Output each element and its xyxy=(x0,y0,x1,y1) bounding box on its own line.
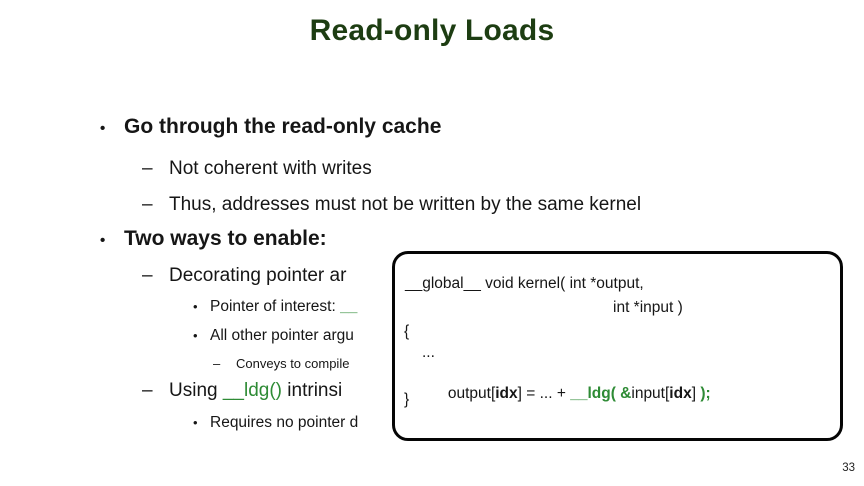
bullet-text: Requires no pointer d xyxy=(210,414,359,431)
bullet-marker: • xyxy=(100,232,106,249)
bullet-requires-no-pointer: • Requires no pointer d xyxy=(193,414,358,432)
bullet-two-ways: • Two ways to enable: xyxy=(100,227,327,251)
bullet-pointer-of-interest: • Pointer of interest: __ xyxy=(193,298,357,316)
bullet-text-suffix: intrinsi xyxy=(282,380,343,401)
bullet-marker: • xyxy=(193,415,198,430)
bullet-text: Go through the read-only cache xyxy=(124,115,442,138)
bullet-not-coherent: – Not coherent with writes xyxy=(142,158,372,180)
code-line-kernel-signature: __global__ void kernel( int *output, xyxy=(405,275,644,292)
code-line-input-arg: int *input ) xyxy=(613,299,683,316)
bullet-conveys-to-compiler: – Conveys to compile xyxy=(213,356,349,371)
bullet-text: Not coherent with writes xyxy=(169,158,372,179)
bullet-text-prefix: Using xyxy=(169,380,223,401)
bullet-text: Conveys to compile xyxy=(236,356,350,371)
ldg-call-close: ); xyxy=(700,385,711,402)
bullet-marker: • xyxy=(100,120,106,137)
code-idx-token: idx xyxy=(495,385,518,402)
bullet-text: Thus, addresses must not be written by t… xyxy=(169,194,642,215)
slide-title: Read-only Loads xyxy=(309,14,555,47)
bullet-all-other-pointers: • All other pointer argu xyxy=(193,327,354,345)
code-output-prefix: output[ xyxy=(447,385,496,402)
dash-marker: – xyxy=(213,356,221,371)
bullet-text: All other pointer argu xyxy=(210,327,354,344)
dash-marker: – xyxy=(142,265,153,286)
bullet-marker: • xyxy=(193,328,198,343)
code-line-ldg-call: output[idx] = ... + __ldg( &input[idx] )… xyxy=(422,367,711,421)
bullet-decorating-pointer: – Decorating pointer ar xyxy=(142,265,346,287)
dash-marker: – xyxy=(142,158,153,179)
bullet-text: Using __ldg() intrinsi xyxy=(169,380,342,402)
restrict-token: __ xyxy=(340,298,358,315)
page-number: 33 xyxy=(842,462,855,474)
code-line-ellipsis: ... xyxy=(422,344,435,361)
bullet-thus-addresses: – Thus, addresses must not be written by… xyxy=(142,194,641,216)
code-line-close-brace: } xyxy=(404,391,410,408)
bullet-marker: • xyxy=(193,299,198,314)
code-idx-token: idx xyxy=(669,385,692,402)
code-line-open-brace: { xyxy=(404,323,410,340)
bullet-text: Pointer of interest: __ xyxy=(210,298,357,316)
dash-marker: – xyxy=(142,194,153,215)
code-box: __global__ void kernel( int *output, int… xyxy=(392,251,843,441)
bullet-text: Decorating pointer ar xyxy=(169,265,347,286)
code-input-prefix: input[ xyxy=(631,385,670,402)
bullet-text-prefix: Pointer of interest: xyxy=(210,298,341,315)
bullet-go-through-cache: • Go through the read-only cache xyxy=(100,115,441,139)
ldg-call-open: __ldg( & xyxy=(570,385,632,402)
bullet-using-ldg: – Using __ldg() intrinsi xyxy=(142,380,342,402)
code-bracket-close: ] xyxy=(691,385,701,402)
code-assignment: ] = ... + xyxy=(517,385,571,402)
ldg-token: __ldg() xyxy=(222,380,283,401)
bullet-text: Two ways to enable: xyxy=(124,227,327,250)
dash-marker: – xyxy=(142,380,153,401)
